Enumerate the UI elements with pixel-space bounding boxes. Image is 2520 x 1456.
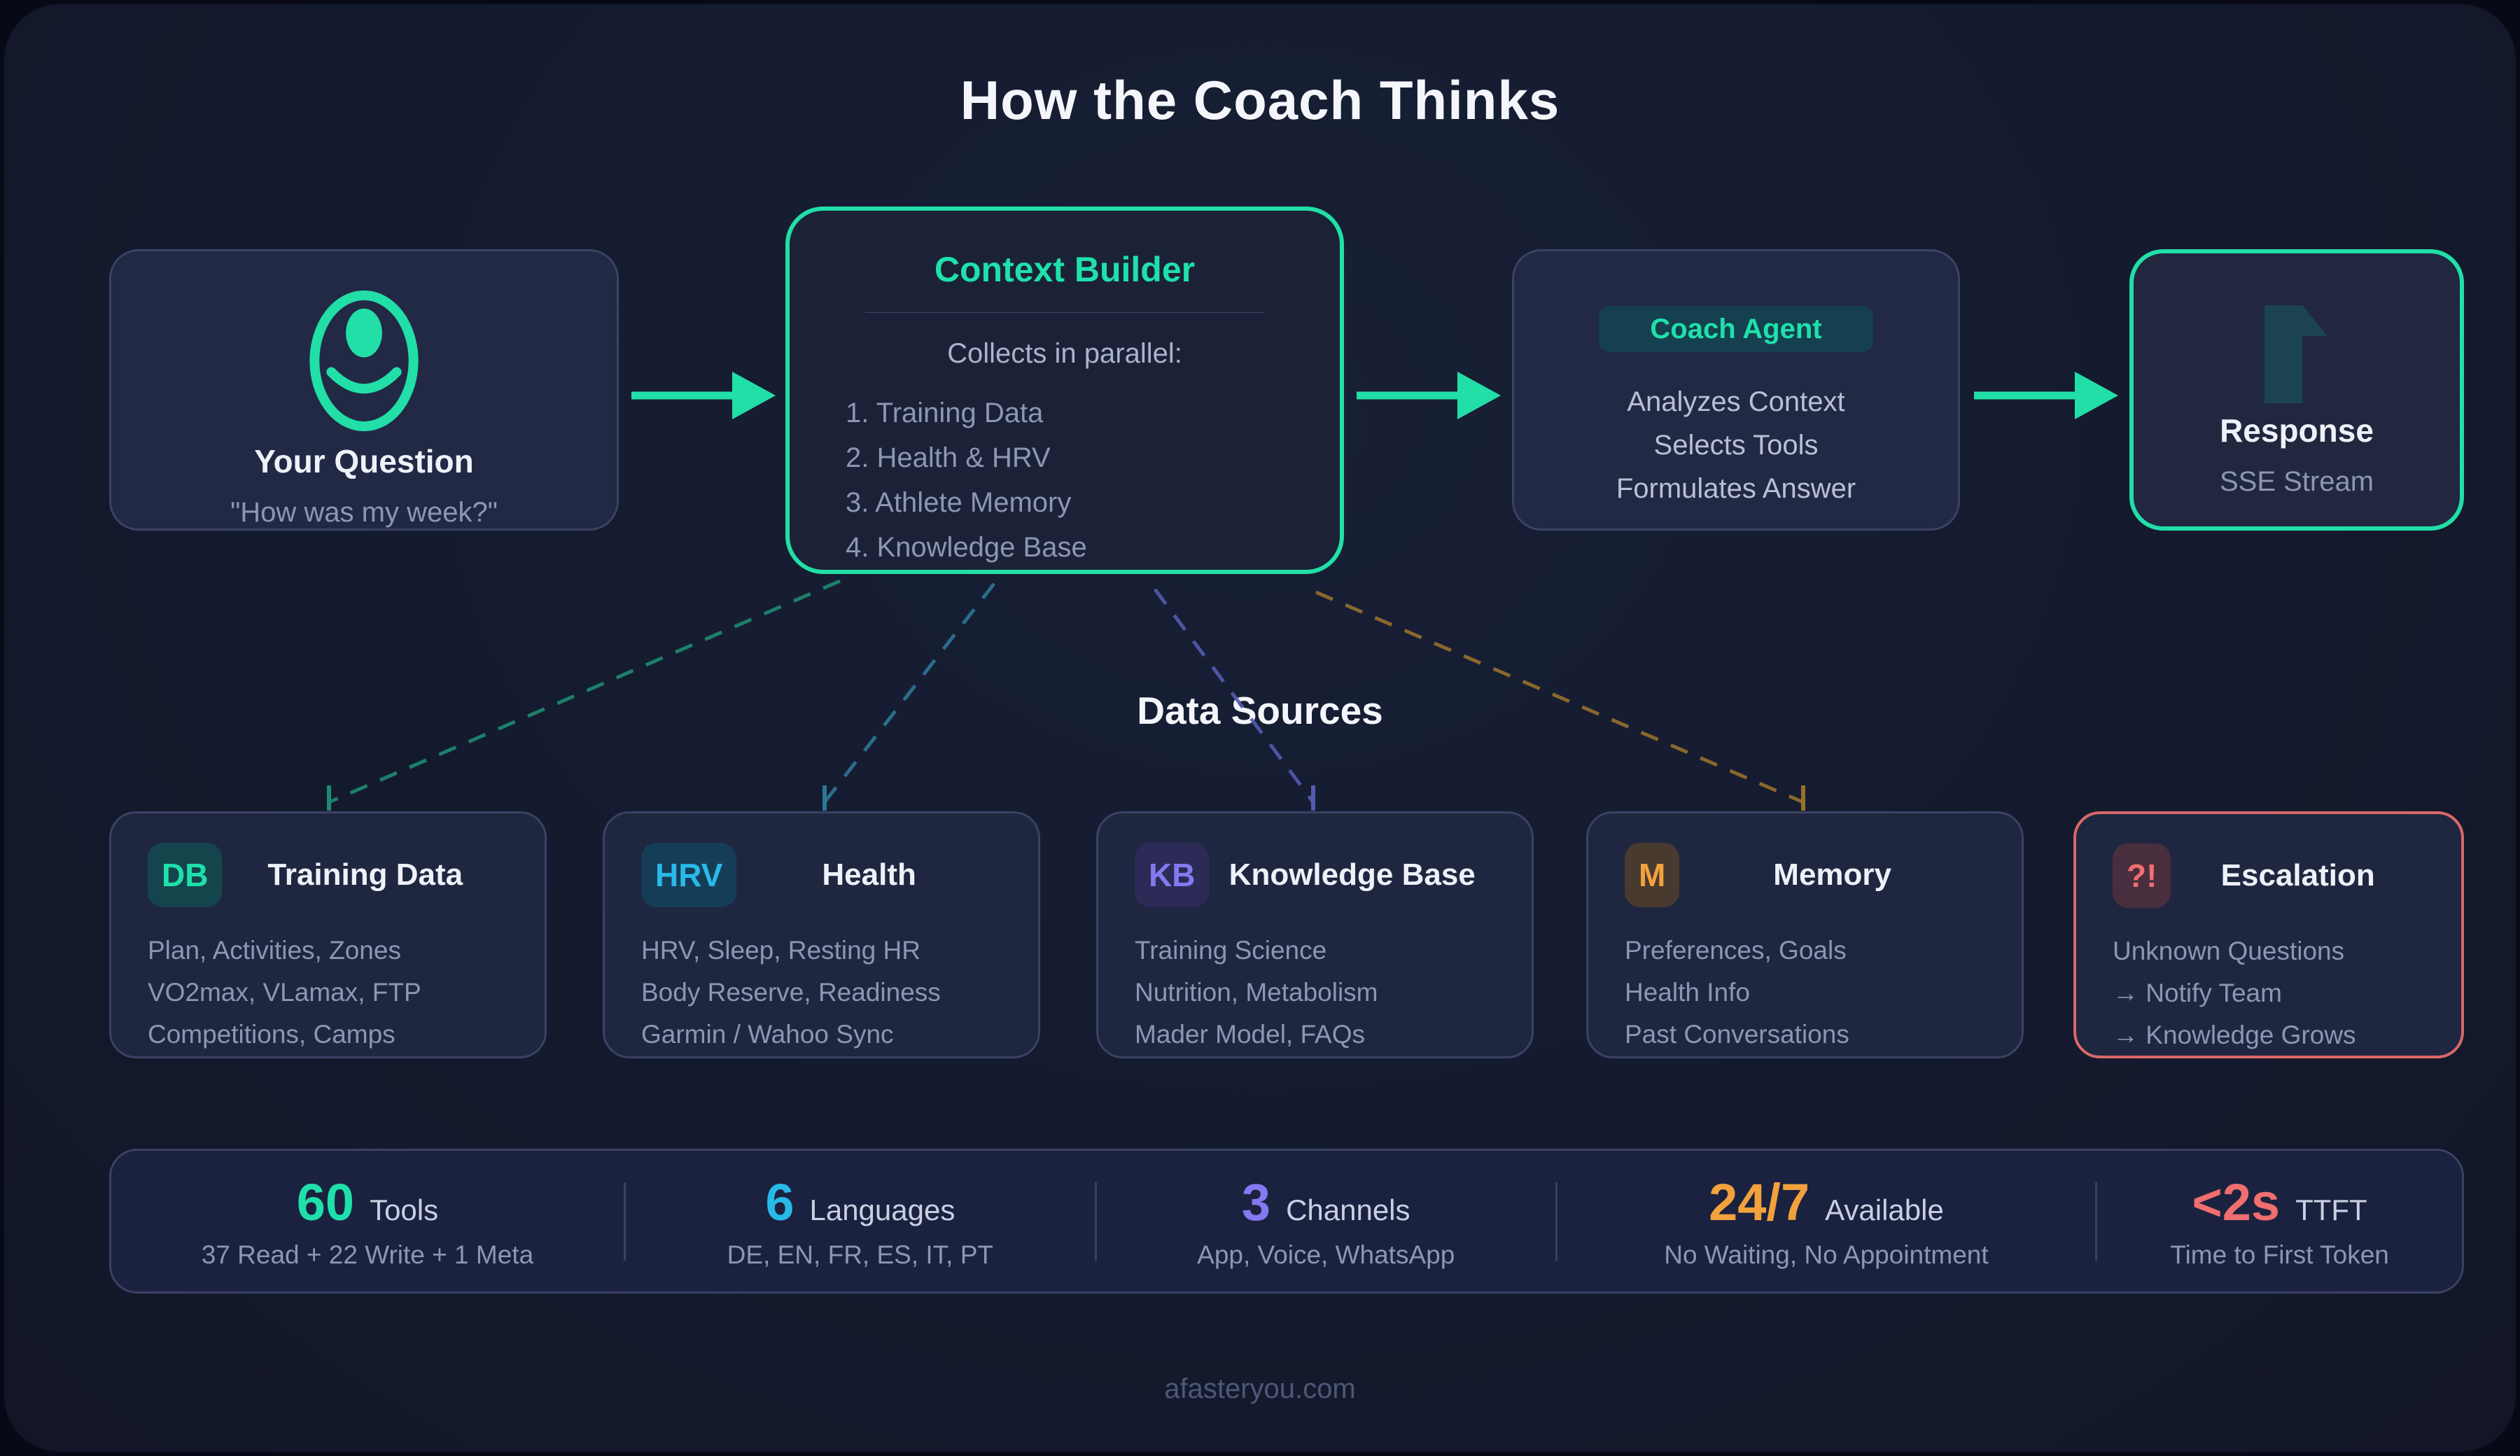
agent-line: Formulates Answer <box>1616 473 1856 504</box>
card-line: Nutrition, Metabolism <box>1135 978 1378 1007</box>
card-title: Training Data <box>267 858 463 892</box>
memory-card: M Memory Preferences, Goals Health Info … <box>1586 811 2024 1058</box>
smiley-face-icon <box>309 290 419 432</box>
response-title: Response <box>2220 412 2374 449</box>
stat-label: Tools <box>370 1194 439 1226</box>
flow-arrow-icon <box>631 372 776 419</box>
flow-arrow-icon <box>1974 372 2118 419</box>
response-subtitle: SSE Stream <box>2219 466 2374 497</box>
card-line: Unknown Questions <box>2113 937 2345 965</box>
card-header: M Memory <box>1625 843 1985 907</box>
card-title: Knowledge Base <box>1228 858 1476 892</box>
card-lines: Preferences, Goals Health Info Past Conv… <box>1625 930 1985 1056</box>
stat-ttft: <2s TTFT Time to First Token <box>2097 1172 2462 1270</box>
training-data-card: DB Training Data Plan, Activities, Zones… <box>109 811 547 1058</box>
coach-agent-badge: Coach Agent <box>1599 306 1873 352</box>
card-header: DB Training Data <box>148 843 508 907</box>
divider <box>865 312 1264 313</box>
card-header: KB Knowledge Base <box>1135 843 1495 907</box>
card-lines: Plan, Activities, Zones VO2max, VLamax, … <box>148 930 508 1056</box>
stat-sub: 37 Read + 22 Write + 1 Meta <box>201 1240 534 1269</box>
card-line: Preferences, Goals <box>1625 936 1847 965</box>
list-item: 1. Training Data <box>846 398 1044 428</box>
divider <box>1094 1182 1097 1261</box>
stat-sub: DE, EN, FR, ES, IT, PT <box>727 1240 994 1269</box>
list-item: 2. Health & HRV <box>846 442 1051 473</box>
stat-label: Languages <box>809 1194 955 1226</box>
response-box: Response SSE Stream <box>2129 249 2464 531</box>
db-badge: DB <box>148 843 223 907</box>
question-subtitle: "How was my week?" <box>230 497 498 528</box>
card-lines: HRV, Sleep, Resting HR Body Reserve, Rea… <box>641 930 1002 1056</box>
card-line: Body Reserve, Readiness <box>641 978 941 1007</box>
card-header: ?! Escalation <box>2113 844 2425 908</box>
card-line: → Notify Team <box>2113 979 2282 1007</box>
coach-agent-box: Coach Agent Analyzes Context Selects Too… <box>1512 249 1960 531</box>
context-builder-list: 1. Training Data 2. Health & HRV 3. Athl… <box>846 391 1087 570</box>
card-line: Plan, Activities, Zones <box>148 936 401 965</box>
stat-label: Channels <box>1286 1194 1410 1226</box>
card-title: Health <box>822 858 916 892</box>
stat-label: Available <box>1825 1194 1944 1226</box>
footer-url: afasteryou.com <box>1164 1373 1356 1404</box>
card-line: Mader Model, FAQs <box>1135 1020 1366 1049</box>
hrv-badge: HRV <box>641 843 737 907</box>
divider <box>623 1182 626 1261</box>
card-line: → Knowledge Grows <box>2113 1021 2356 1049</box>
card-line: Garmin / Wahoo Sync <box>641 1020 894 1049</box>
stat-tools: 60 Tools 37 Read + 22 Write + 1 Meta <box>111 1172 624 1270</box>
card-line: VO2max, VLamax, FTP <box>148 978 421 1007</box>
stat-value: <2s <box>2192 1173 2281 1231</box>
knowledge-base-card: KB Knowledge Base Training Science Nutri… <box>1096 811 1534 1058</box>
context-builder-box: Context Builder Collects in parallel: 1.… <box>785 206 1344 574</box>
card-lines: Unknown Questions → Notify Team → Knowle… <box>2113 930 2425 1056</box>
flow-arrow-icon <box>1357 372 1501 419</box>
context-builder-title: Context Builder <box>934 250 1196 289</box>
stat-sub: App, Voice, WhatsApp <box>1197 1240 1455 1269</box>
stat-value: 3 <box>1241 1173 1271 1231</box>
your-question-box: Your Question "How was my week?" <box>109 249 619 531</box>
escalation-card: ?! Escalation Unknown Questions → Notify… <box>2073 811 2464 1058</box>
divider <box>2095 1182 2098 1261</box>
stat-value: 6 <box>765 1173 794 1231</box>
card-line: Past Conversations <box>1625 1020 1849 1049</box>
card-line: Health Info <box>1625 978 1750 1007</box>
stats-bar: 60 Tools 37 Read + 22 Write + 1 Meta 6 L… <box>109 1149 2464 1294</box>
stat-sub: Time to First Token <box>2170 1240 2389 1269</box>
page-title: How the Coach Thinks <box>960 69 1560 131</box>
card-title: Memory <box>1773 858 1892 892</box>
escalation-badge: ?! <box>2113 844 2171 908</box>
question-title: Your Question <box>254 443 474 479</box>
document-icon <box>2264 305 2328 403</box>
stat-value: 60 <box>296 1173 355 1231</box>
context-builder-intro: Collects in parallel: <box>947 338 1182 369</box>
stat-value: 24/7 <box>1709 1173 1810 1231</box>
card-line: HRV, Sleep, Resting HR <box>641 936 920 965</box>
card-lines: Training Science Nutrition, Metabolism M… <box>1135 930 1495 1056</box>
memory-badge: M <box>1625 843 1680 907</box>
card-title: Escalation <box>2220 858 2375 892</box>
health-card: HRV Health HRV, Sleep, Resting HR Body R… <box>603 811 1040 1058</box>
list-item: 3. Athlete Memory <box>846 487 1072 518</box>
stat-sub: No Waiting, No Appointment <box>1664 1240 1989 1269</box>
card-header: HRV Health <box>641 843 1002 907</box>
kb-badge: KB <box>1135 843 1210 907</box>
data-sources-heading: Data Sources <box>1137 689 1383 732</box>
stat-languages: 6 Languages DE, EN, FR, ES, IT, PT <box>626 1172 1095 1270</box>
agent-line: Selects Tools <box>1653 430 1819 461</box>
list-item: 4. Knowledge Base <box>846 532 1087 563</box>
divider <box>1555 1182 1558 1261</box>
stat-channels: 3 Channels App, Voice, WhatsApp <box>1097 1172 1555 1270</box>
agent-line: Analyzes Context <box>1627 386 1845 417</box>
coach-agent-lines: Analyzes Context Selects Tools Formulate… <box>1616 380 1856 510</box>
card-line: Competitions, Camps <box>148 1020 396 1049</box>
card-line: Training Science <box>1135 936 1327 965</box>
stat-availability: 24/7 Available No Waiting, No Appointmen… <box>1558 1172 2096 1270</box>
stat-label: TTFT <box>2295 1194 2367 1226</box>
